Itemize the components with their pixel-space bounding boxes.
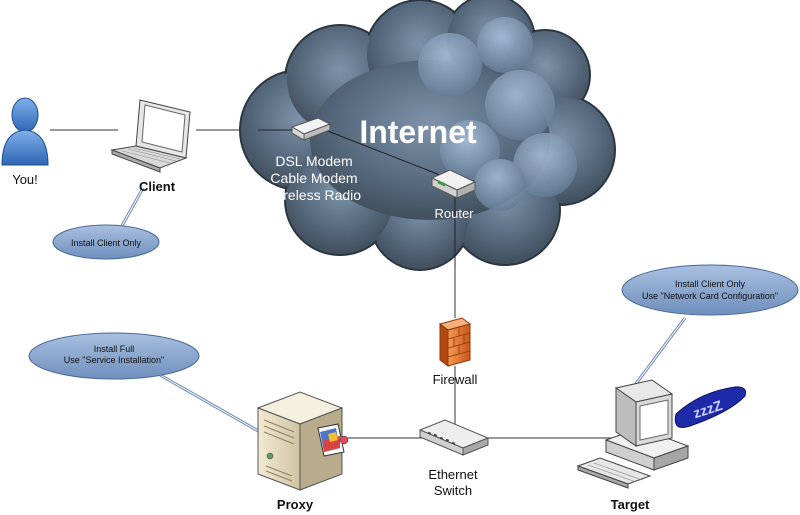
modem-label-cable: Cable Modem bbox=[270, 170, 357, 186]
firewall-icon bbox=[438, 317, 472, 367]
switch-label-line2: Switch bbox=[434, 483, 472, 498]
client-label: Client bbox=[139, 179, 176, 194]
desktop-computer-icon bbox=[576, 379, 690, 489]
sleeping-zzz-icon: zzzZ bbox=[674, 386, 746, 428]
target-note-line1: Install Client Only bbox=[675, 279, 746, 289]
router-icon bbox=[430, 169, 477, 199]
client-note-line1: Install Client Only bbox=[71, 238, 142, 248]
person-icon bbox=[1, 97, 49, 166]
firewall-label: Firewall bbox=[433, 372, 478, 387]
you-label: You! bbox=[12, 172, 38, 187]
modem-label-wireless: Wireless Radio bbox=[267, 187, 361, 203]
internet-title: Internet bbox=[359, 114, 477, 150]
proxy-note: Install Full Use "Service Installation" bbox=[28, 332, 200, 380]
proxy-note-line1: Install Full bbox=[94, 344, 135, 354]
laptop-icon bbox=[110, 99, 191, 173]
target-note-line2: Use "Network Card Configuration" bbox=[642, 291, 778, 301]
internet-cloud bbox=[239, 0, 616, 271]
switch-label-line1: Ethernet bbox=[428, 467, 478, 482]
switch-icon bbox=[418, 419, 490, 456]
target-label: Target bbox=[611, 497, 650, 512]
proxy-label: Proxy bbox=[277, 497, 314, 512]
modem-label-dsl: DSL Modem bbox=[275, 153, 352, 169]
client-note: Install Client Only bbox=[52, 224, 160, 260]
modem-icon bbox=[290, 117, 332, 141]
callout-lines bbox=[116, 187, 687, 434]
target-note: Install Client Only Use "Network Card Co… bbox=[621, 264, 799, 316]
server-icon bbox=[256, 391, 344, 491]
router-label: Router bbox=[434, 206, 474, 221]
cloud-puffs bbox=[418, 17, 577, 211]
proxy-note-line2: Use "Service Installation" bbox=[64, 355, 164, 365]
proxy-app-icon bbox=[317, 423, 349, 457]
